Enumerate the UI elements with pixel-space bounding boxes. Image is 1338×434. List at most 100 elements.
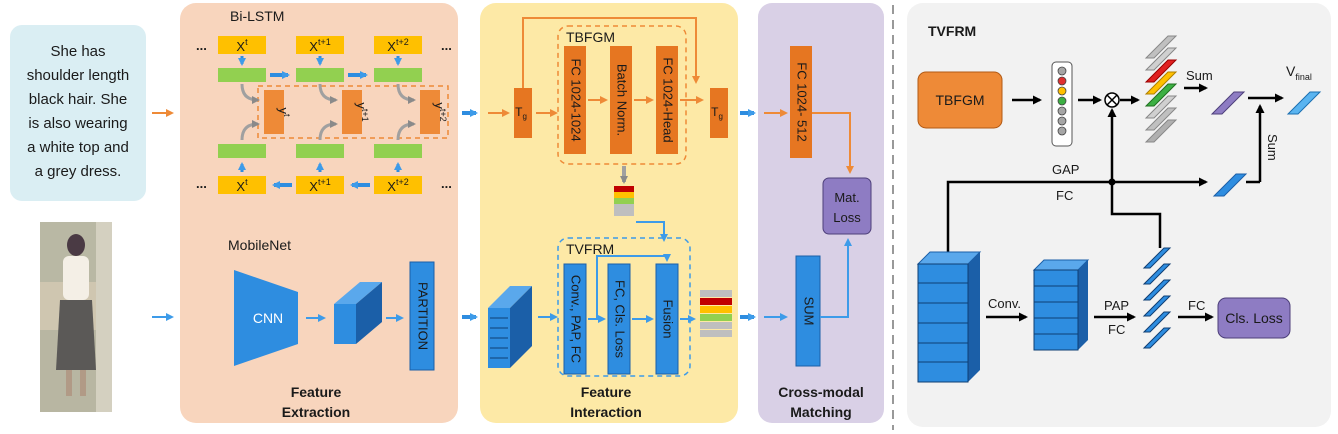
x-input-box xyxy=(296,176,344,194)
mat-loss-box xyxy=(822,177,872,235)
svg-text:Sum: Sum xyxy=(1265,134,1280,161)
x-input-box xyxy=(218,176,266,194)
tbfgm-fc2 xyxy=(656,46,678,154)
svg-text:GAP: GAP xyxy=(1052,162,1079,177)
tvfrm-detail-title: TVFRM xyxy=(928,23,976,39)
y-label: yt xyxy=(276,107,292,117)
tbfgm-title: TBFGM xyxy=(566,29,615,45)
svg-text:Sum: Sum xyxy=(1186,68,1213,83)
sum-block xyxy=(795,255,821,367)
svg-text:Fusion: Fusion xyxy=(661,299,676,338)
ellipsis: ... xyxy=(196,38,207,53)
tvfrm-conv-block xyxy=(563,263,587,375)
x-input-box xyxy=(296,36,344,54)
conv-stack xyxy=(1033,269,1079,351)
y-output-box xyxy=(264,90,284,134)
tvfrm-detail: TVFRM TBFGM Sum Vfinal Sum xyxy=(916,23,1322,383)
svg-text:FC: FC xyxy=(1188,298,1205,313)
tbfgm-fc1 xyxy=(564,46,586,154)
tvfrm-small-block: TVFRM Conv., PAP, FC FC, Cls. Loss Fusio… xyxy=(488,237,732,377)
tvfrm-outline xyxy=(557,237,691,377)
bilstm-block: ... ... ... ... Xt Xt+1 Xt+2 yt yt+1 yt+… xyxy=(196,36,452,194)
tbfgm-bn xyxy=(610,46,632,154)
x-input-box xyxy=(218,36,266,54)
lstm-cell-backward xyxy=(218,144,266,158)
tbfgm-block: Tg TBFGM FC 1024-1024 Batch Norm. FC 102… xyxy=(488,17,728,242)
svg-text:FC: FC xyxy=(1056,188,1073,203)
svg-text:Cls. Loss: Cls. Loss xyxy=(1225,310,1283,326)
cls-loss-box xyxy=(1217,297,1291,339)
label-feature-interaction: Interaction xyxy=(570,404,642,420)
tvfrm-title: TVFRM xyxy=(566,241,614,257)
tbfgm-outline xyxy=(557,25,687,165)
svg-text:FC 1024-1024: FC 1024-1024 xyxy=(569,58,584,141)
ellipsis: ... xyxy=(196,176,207,191)
svg-text:FC 1024- 512: FC 1024- 512 xyxy=(795,62,810,142)
x-label: Xt xyxy=(236,37,248,54)
svg-text:Loss: Loss xyxy=(833,210,861,225)
svg-text:FC: FC xyxy=(1108,322,1125,337)
x-label: Xt xyxy=(236,177,248,194)
y-output-box xyxy=(342,90,362,134)
mobilenet-title: MobileNet xyxy=(228,237,291,253)
y-output-box xyxy=(420,90,440,134)
x-input-box xyxy=(374,36,422,54)
lstm-cell-forward xyxy=(218,68,266,82)
tg-box xyxy=(710,88,728,138)
svg-text:TBFGM: TBFGM xyxy=(936,92,985,108)
x-label: Xt+2 xyxy=(387,37,408,54)
lstm-cell-backward xyxy=(374,144,422,158)
caption-box xyxy=(10,25,146,201)
lstm-cell-forward xyxy=(374,68,422,82)
y-label: yt+1 xyxy=(354,102,370,121)
caption-line: is also wearing xyxy=(28,115,127,132)
caption-line: shoulder length xyxy=(27,67,130,84)
svg-text:PAP: PAP xyxy=(1104,298,1129,313)
y-label: yt+2 xyxy=(432,102,448,121)
partition-block xyxy=(409,261,435,371)
x-label: Xt+2 xyxy=(387,177,408,194)
feature-map-cube xyxy=(334,304,356,344)
svg-text:Batch Norm.: Batch Norm. xyxy=(615,64,630,136)
cnn-label: CNN xyxy=(253,310,283,326)
pedestrian-image xyxy=(40,222,112,412)
lstm-cell-forward xyxy=(296,68,344,82)
svg-text:SUM: SUM xyxy=(802,297,817,326)
caption-line: a white top and xyxy=(27,139,129,156)
svg-text:Tg: Tg xyxy=(711,105,723,121)
v-final-label: Vfinal xyxy=(1286,63,1312,82)
label-cross-modal-matching: Cross-modal xyxy=(778,384,864,400)
lstm-cell-backward xyxy=(296,144,344,158)
cross-modal-matching-panel xyxy=(758,3,884,423)
caption-line: She has xyxy=(50,43,105,60)
x-input-box xyxy=(374,176,422,194)
tg-box xyxy=(514,88,532,138)
caption-line: a grey dress. xyxy=(35,163,122,180)
tbfgm-box xyxy=(917,71,1003,129)
caption-text: She has shoulder length black hair. She … xyxy=(27,43,130,180)
svg-text:FC, Cls. Loss: FC, Cls. Loss xyxy=(613,280,628,359)
cnn-trapezoid xyxy=(234,270,298,366)
label-feature-extraction: Feature xyxy=(291,384,342,400)
matching-fc xyxy=(790,46,812,158)
svg-text:Conv.: Conv. xyxy=(988,296,1021,311)
tvfrm-fusion-block xyxy=(655,263,679,375)
svg-text:Tg: Tg xyxy=(515,105,527,121)
partition-label: PARTITION xyxy=(416,282,431,350)
label-feature-interaction: Feature xyxy=(581,384,632,400)
tvfrm-fc-block xyxy=(607,263,631,375)
x-label: Xt+1 xyxy=(309,177,330,194)
mobilenet-block: CNN PARTITION xyxy=(234,261,435,371)
svg-text:Conv., PAP, FC: Conv., PAP, FC xyxy=(569,275,584,363)
svg-text:Mat.: Mat. xyxy=(834,190,859,205)
ellipsis: ... xyxy=(441,38,452,53)
matching-block: FC 1024- 512 Mat. Loss SUM xyxy=(764,46,872,367)
gap-vector xyxy=(1212,173,1248,197)
bilstm-title: Bi-LSTM xyxy=(230,8,284,24)
label-feature-extraction: Extraction xyxy=(282,404,350,420)
x-label: Xt+1 xyxy=(309,37,330,54)
v-final-vector xyxy=(1286,91,1322,115)
label-cross-modal-matching: Matching xyxy=(790,404,851,420)
ellipsis: ... xyxy=(441,176,452,191)
